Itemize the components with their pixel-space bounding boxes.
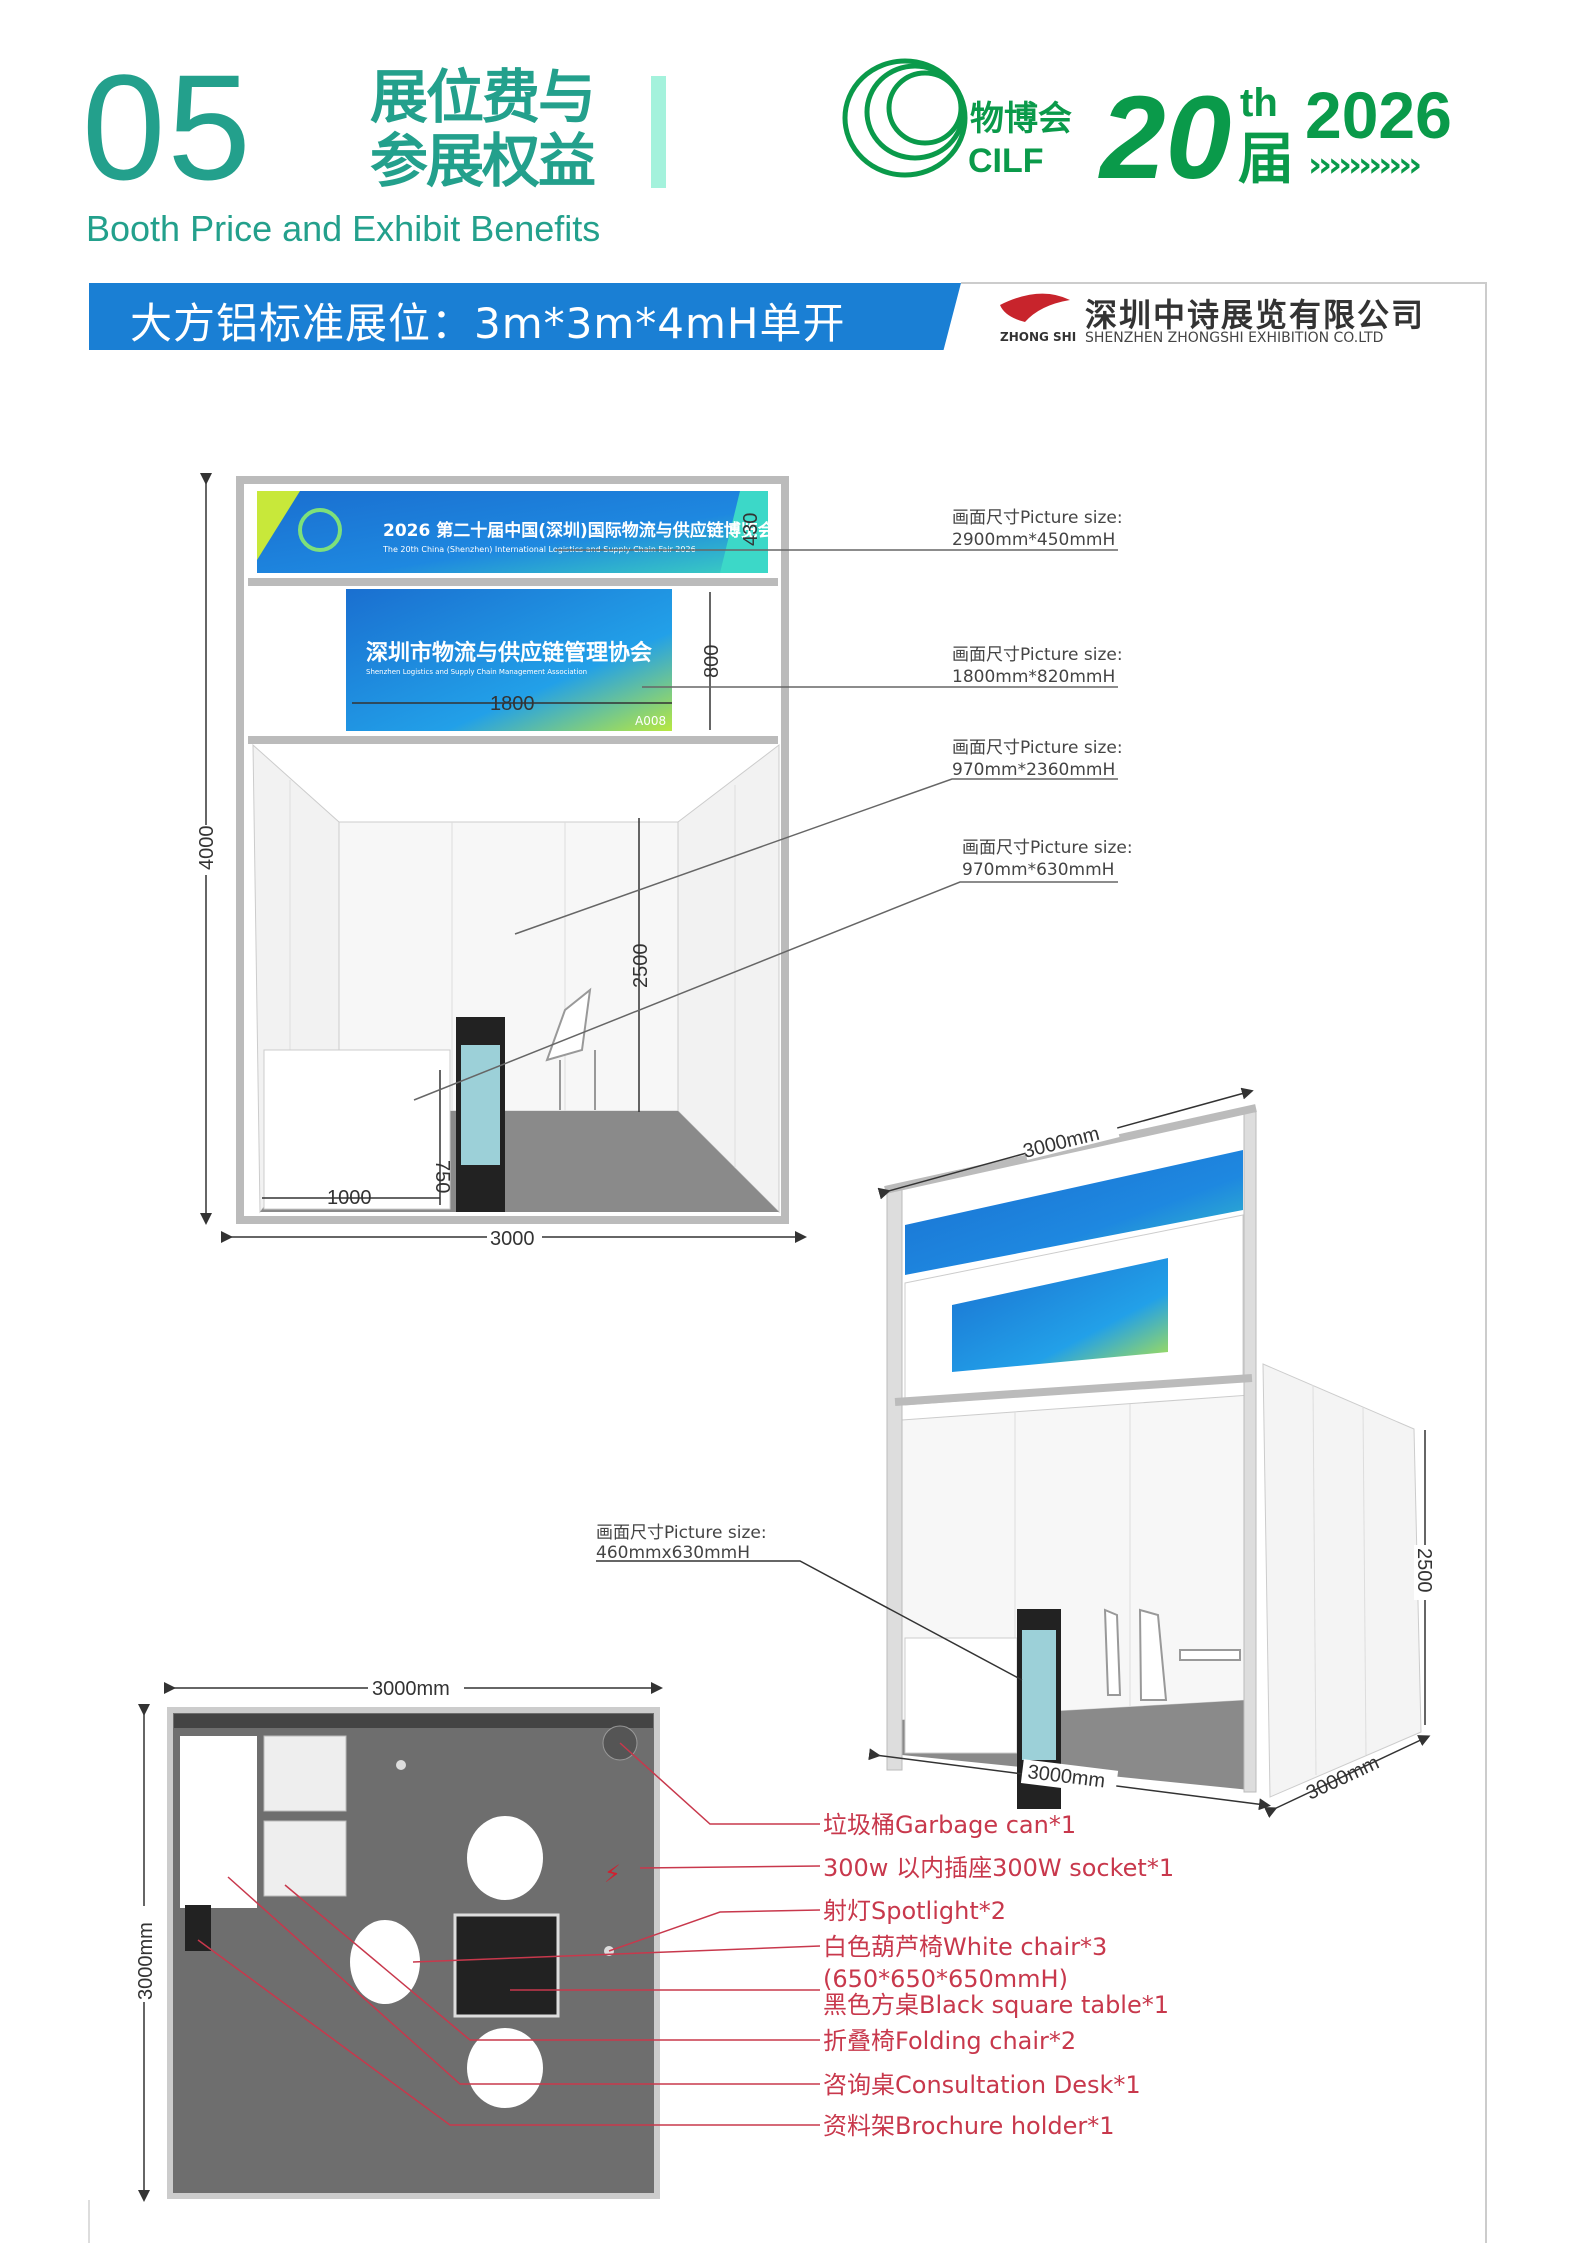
top-banner [257,491,768,573]
legend-socket: 300w 以内插座300W socket*1 [823,1854,1174,1882]
dim-height: 4000 [196,826,218,871]
booth-type-title: 大方铝标准展位：3m*3m*4mH单开 [130,299,846,348]
plan-folding-chair [263,1735,347,1812]
top-banner-cn: 2026 第二十届中国(深圳)国际物流与供应链博览会 [383,520,775,541]
zhongshi-logo-icon [1000,293,1070,322]
page-border [961,282,1487,2243]
perspective-fascia [952,1258,1168,1372]
dim-width: 3000 [490,1228,535,1250]
callout-label: 画面尺寸Picture size: [596,1523,767,1543]
callout-label: 画面尺寸Picture size: [952,645,1123,665]
top-banner-en: The 20th China (Shenzhen) International … [382,545,696,554]
booth-type-band [89,283,961,350]
company-name-en: SHENZHEN ZHONGSHI EXHIBITION CO.LTD [1085,330,1384,346]
plan-brochure-holder [185,1905,211,1951]
plan-black-table [453,1913,560,2018]
booth-number: A008 [635,714,666,728]
legend-brochure-holder: 资料架Brochure holder*1 [823,2112,1115,2140]
perspective-view-booth [884,1104,1422,1809]
front-view-booth: 2026 第二十届中国(深圳)国际物流与供应链博览会 The 20th Chin… [236,476,789,1224]
logo-edition-suffix: th [1240,81,1278,125]
plan-white-chair [350,1920,420,2004]
section-title-line2: 参展权益 [370,127,596,195]
plan-consultation-desk [180,1736,257,1908]
dim-desk-height: 750 [431,1160,453,1193]
plan-dim-depth: 3000mm [135,1922,157,2000]
legend-consultation-desk: 咨询桌Consultation Desk*1 [823,2071,1141,2099]
callout-size: 970mm*2360mmH [952,760,1115,780]
logo-edition-num: 20 [1098,72,1231,204]
callout-size: 970mm*630mmH [962,860,1114,880]
legend-white-chair: 白色葫芦椅White chair*3 [823,1933,1107,1961]
callout-size: 2900mm*450mmH [952,530,1115,550]
cilf-logo: 物博会 CILF 20 th 届 2026 ››››››››››› [842,58,1452,204]
section-title-line1: 展位费与 [370,63,596,131]
fair-logo-icon [298,508,342,552]
logo-edition-cn: 届 [1238,127,1294,192]
consultation-desk [263,1049,451,1210]
logo-ring-icon [842,58,968,178]
callout-size: 1800mm*820mmH [952,667,1115,687]
plan-white-chair [467,2028,543,2108]
plan-dim-width: 3000mm [372,1678,450,1700]
white-chair [545,987,596,1110]
company-mark: ZHONG SHI [1000,330,1077,344]
callout-label: 画面尺寸Picture size: [952,738,1123,758]
dim-wall-height-perspective: 2500 [1413,1548,1435,1593]
logo-year: 2026 [1305,78,1452,152]
front-callout-leaders [413,549,1118,1101]
dim-fascia-width: 1800 [490,693,535,715]
title-accent-bar [651,76,666,188]
dim-wall-height: 2500 [630,944,652,989]
section-subtitle: Booth Price and Exhibit Benefits [86,208,601,249]
front-callouts: 画面尺寸Picture size: 2900mm*450mmH 画面尺寸Pict… [952,508,1133,880]
floor-plan-legend: 垃圾桶Garbage can*1 300w 以内插座300W socket*1 … [823,1811,1174,2140]
socket-icon: ⚡ [604,1860,621,1888]
dim-desk-width: 1000 [327,1187,372,1209]
callout-label: 画面尺寸Picture size: [962,838,1133,858]
dim-fascia-height: 800 [701,645,723,678]
company-name-cn: 深圳中诗展览有限公司 [1085,296,1426,334]
section-number: 05 [82,43,253,211]
fascia-cn: 深圳市物流与供应链管理协会 [366,640,652,666]
plan-white-chair [467,1816,543,1900]
floor-plan: ⚡ [167,1707,660,2199]
plan-spotlight [396,1760,406,1770]
legend-leaders [197,1742,821,2126]
chevrons-icon: ››››››››››› [1308,145,1420,185]
legend-folding-chair: 折叠椅Folding chair*2 [823,2027,1076,2055]
plan-folding-chair [263,1820,347,1897]
fascia-panel [346,589,672,731]
dim-banner-height: 430 [740,513,762,546]
legend-black-table: 黑色方桌Black square table*1 [823,1991,1169,2019]
logo-name-cn: 物博会 [970,99,1072,139]
callout-size: 460mmx630mmH [596,1543,750,1563]
legend-garbage-can: 垃圾桶Garbage can*1 [823,1811,1076,1839]
logo-name-en: CILF [968,142,1044,180]
legend-spotlight: 射灯Spotlight*2 [823,1897,1006,1925]
callout-label: 画面尺寸Picture size: [952,508,1123,528]
fascia-en: Shenzhen Logistics and Supply Chain Mana… [366,668,587,676]
legend-white-chair-size: (650*650*650mmH) [823,1965,1068,1993]
